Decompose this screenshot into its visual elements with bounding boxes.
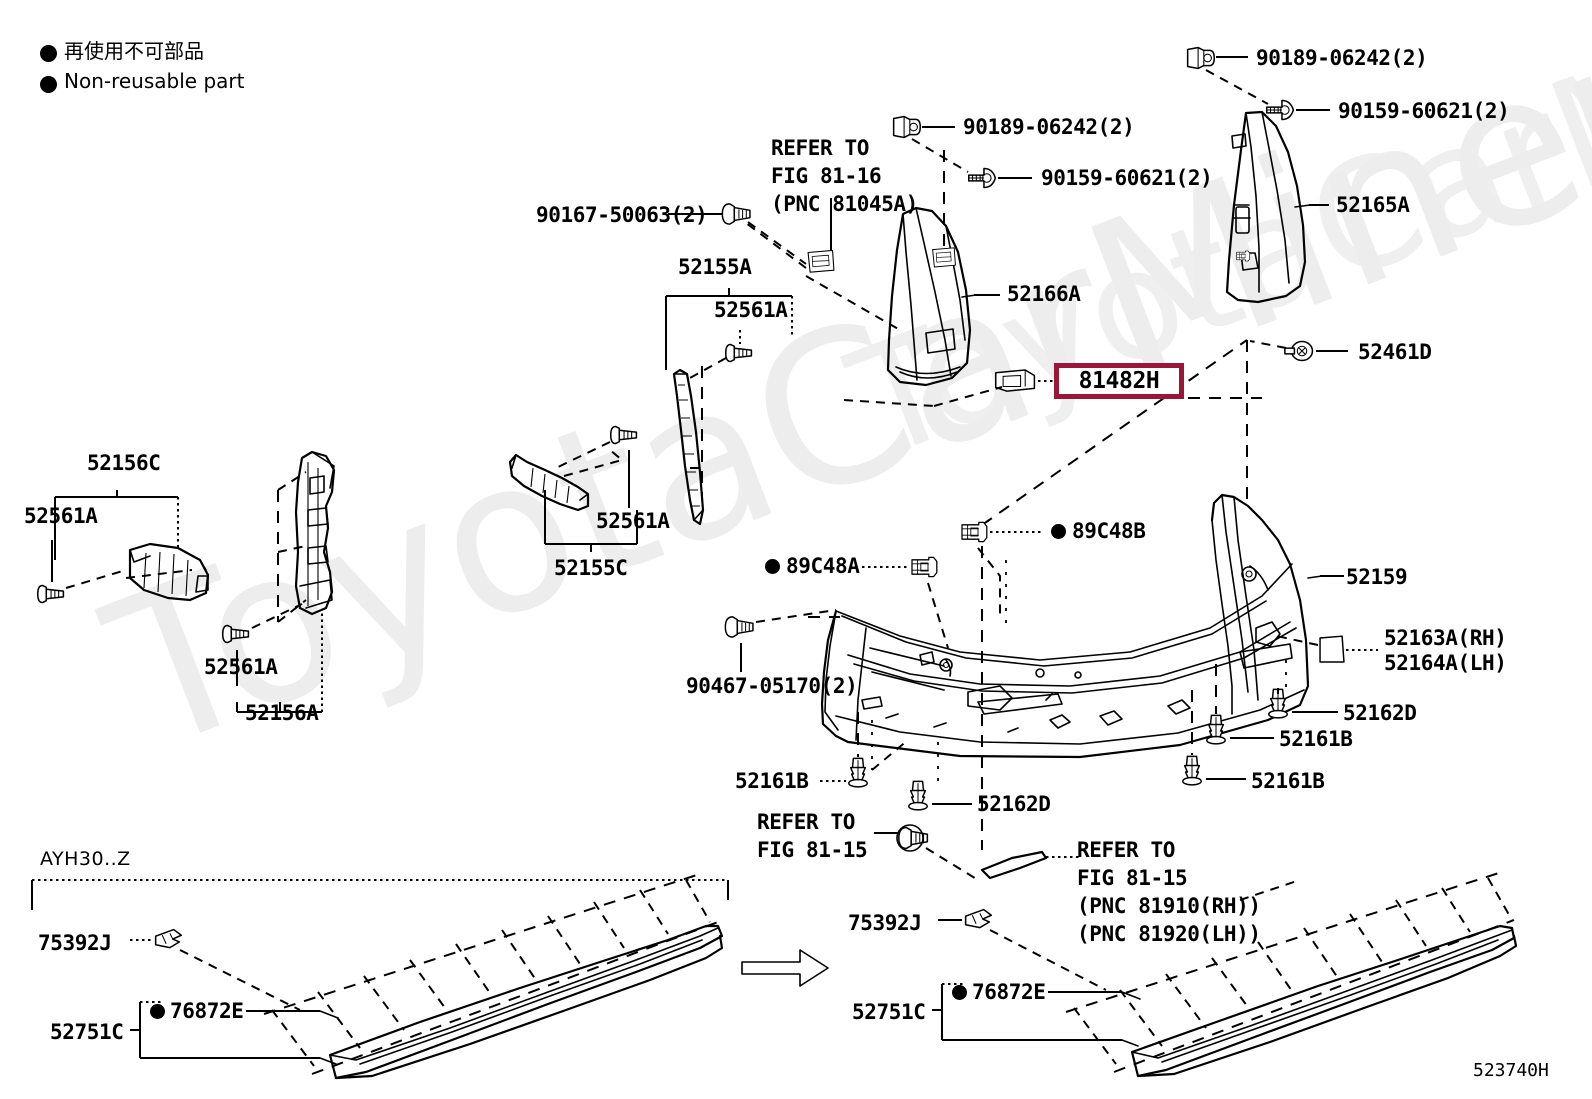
callout-52751C-left: 52751C bbox=[50, 1020, 124, 1044]
part-52166A-shape bbox=[886, 206, 972, 387]
legend-english: Non-reusable part bbox=[64, 69, 245, 93]
callout-52163A-RH: 52163A(RH) bbox=[1384, 626, 1507, 650]
callout-89C48A: 89C48A bbox=[786, 554, 860, 578]
part-52165A-shape bbox=[1225, 110, 1307, 304]
callout-90189-06242-top: 90189-06242(2) bbox=[1256, 46, 1428, 70]
callout-90467-05170: 90467-05170(2) bbox=[686, 674, 858, 698]
callout-76872E-right: 76872E bbox=[972, 980, 1046, 1004]
part-52159-bumper bbox=[820, 493, 1310, 759]
legend-bullet-english bbox=[40, 76, 57, 93]
callout-52156C: 52156C bbox=[87, 451, 161, 475]
bullet-89C48B bbox=[1051, 524, 1066, 539]
bullet-76872E-left bbox=[150, 1004, 165, 1019]
callout-90189-06242-mid: 90189-06242(2) bbox=[963, 115, 1135, 139]
callout-81482H-highlighted[interactable]: 81482H bbox=[1054, 363, 1184, 399]
callout-52561A-left-upper: 52561A bbox=[24, 504, 98, 528]
part-52155C-shape bbox=[508, 453, 590, 512]
callout-52162D-center: 52162D bbox=[977, 792, 1051, 816]
callout-76872E-left: 76872E bbox=[170, 999, 244, 1023]
callout-52155C: 52155C bbox=[554, 556, 628, 580]
callout-89C48B: 89C48B bbox=[1072, 519, 1146, 543]
callout-52561A-upper: 52561A bbox=[714, 298, 788, 322]
figure-id: 523740H bbox=[1473, 1060, 1549, 1081]
note-refer-fig-81-16: REFER TO FIG 81-16 (PNC 81045A) bbox=[771, 136, 918, 216]
callout-52461D: 52461D bbox=[1358, 340, 1432, 364]
callout-52159: 52159 bbox=[1346, 565, 1408, 589]
legend-bullet-japanese bbox=[40, 45, 57, 62]
callout-52161B-right-upper: 52161B bbox=[1279, 727, 1353, 751]
callout-90159-60621-top: 90159-60621(2) bbox=[1338, 99, 1510, 123]
callout-52561A-lower-mid: 52561A bbox=[596, 509, 670, 533]
callout-52156A: 52156A bbox=[245, 701, 319, 725]
callout-52166A: 52166A bbox=[1007, 282, 1081, 306]
callout-52561A-left-lower: 52561A bbox=[204, 655, 278, 679]
callout-52161B-left: 52161B bbox=[735, 769, 809, 793]
transfer-arrow bbox=[741, 949, 829, 987]
callout-52155A: 52155A bbox=[678, 255, 752, 279]
callout-90167-50063: 90167-50063(2) bbox=[536, 203, 708, 227]
callout-52162D-right: 52162D bbox=[1343, 701, 1417, 725]
callout-52751C-right: 52751C bbox=[852, 1000, 926, 1024]
callout-52165A: 52165A bbox=[1336, 193, 1410, 217]
bullet-89C48A bbox=[765, 559, 780, 574]
model-code-AYH30: AYH30..Z bbox=[40, 848, 131, 870]
part-52156C-shape bbox=[128, 542, 210, 602]
part-52155A-shape bbox=[672, 368, 705, 526]
bullet-76872E-right bbox=[952, 985, 967, 1000]
callout-75392J-right: 75392J bbox=[848, 911, 922, 935]
callout-90159-60621-mid: 90159-60621(2) bbox=[1041, 166, 1213, 190]
part-52156A-shape bbox=[294, 450, 336, 616]
callout-81482H-text: 81482H bbox=[1078, 368, 1160, 394]
callout-52161B-right-lower: 52161B bbox=[1251, 769, 1325, 793]
legend-japanese: 再使用不可部品 bbox=[64, 39, 204, 63]
spoiler-right-shape bbox=[1065, 871, 1518, 1078]
callout-75392J-left: 75392J bbox=[38, 931, 112, 955]
spoiler-left-shape bbox=[263, 873, 724, 1080]
note-refer-fig-81-15-right: REFER TO FIG 81-15 (PNC 81910(RH)) (PNC … bbox=[1077, 838, 1261, 946]
note-refer-fig-81-15-left: REFER TO FIG 81-15 bbox=[757, 810, 868, 862]
callout-52164A-LH: 52164A(LH) bbox=[1384, 651, 1507, 675]
